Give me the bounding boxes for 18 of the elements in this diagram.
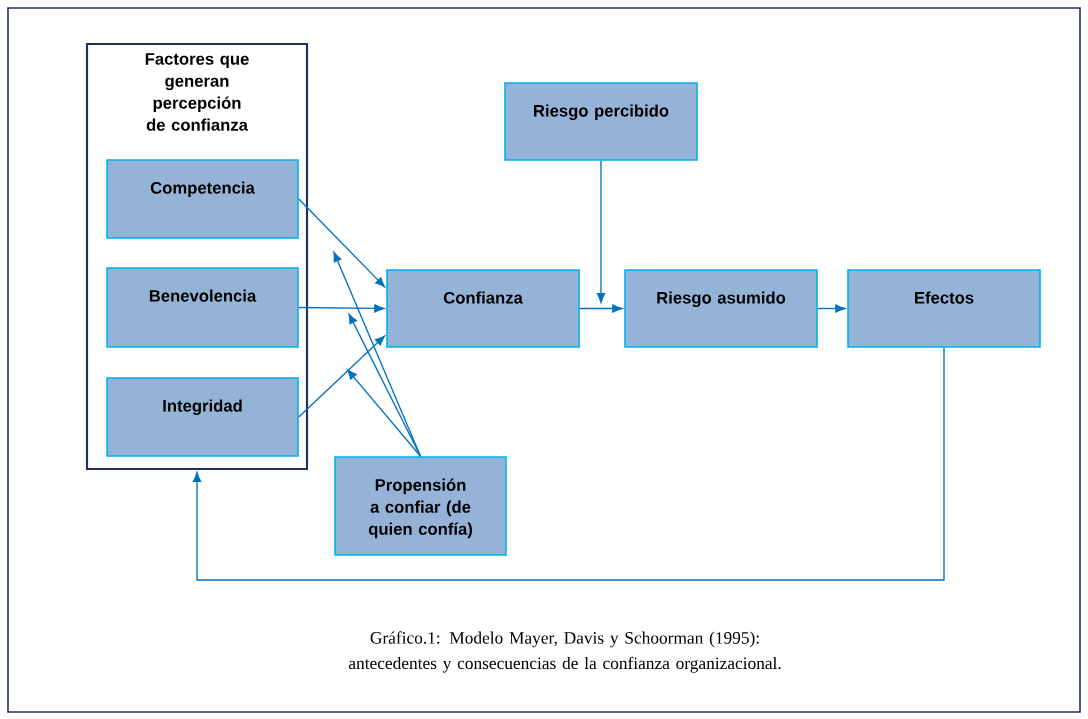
process-box: Confianza [386, 269, 580, 348]
arrow [348, 313, 422, 457]
process-box: Propensión a confiar (de quien confía) [334, 456, 507, 556]
process-box: Competencia [106, 159, 299, 239]
arrow [298, 198, 385, 288]
arrow [817, 304, 846, 313]
arrow [347, 369, 422, 457]
process-box: Integridad [106, 377, 299, 457]
process-box: Efectos [847, 269, 1041, 348]
process-box: Riesgo percibido [504, 82, 698, 161]
process-box: Benevolencia [106, 267, 299, 348]
caption: Gráfico.1: Modelo Mayer, Davis y Schoorman (1995): antecedentes y consecuencias de la confianza organizacional. [349, 631, 781, 673]
arrow [298, 304, 385, 313]
process-box: Riesgo asumido [624, 269, 818, 348]
arrow [596, 160, 606, 303]
arrow [298, 335, 385, 418]
arrow [579, 304, 623, 313]
arrow [192, 347, 945, 581]
